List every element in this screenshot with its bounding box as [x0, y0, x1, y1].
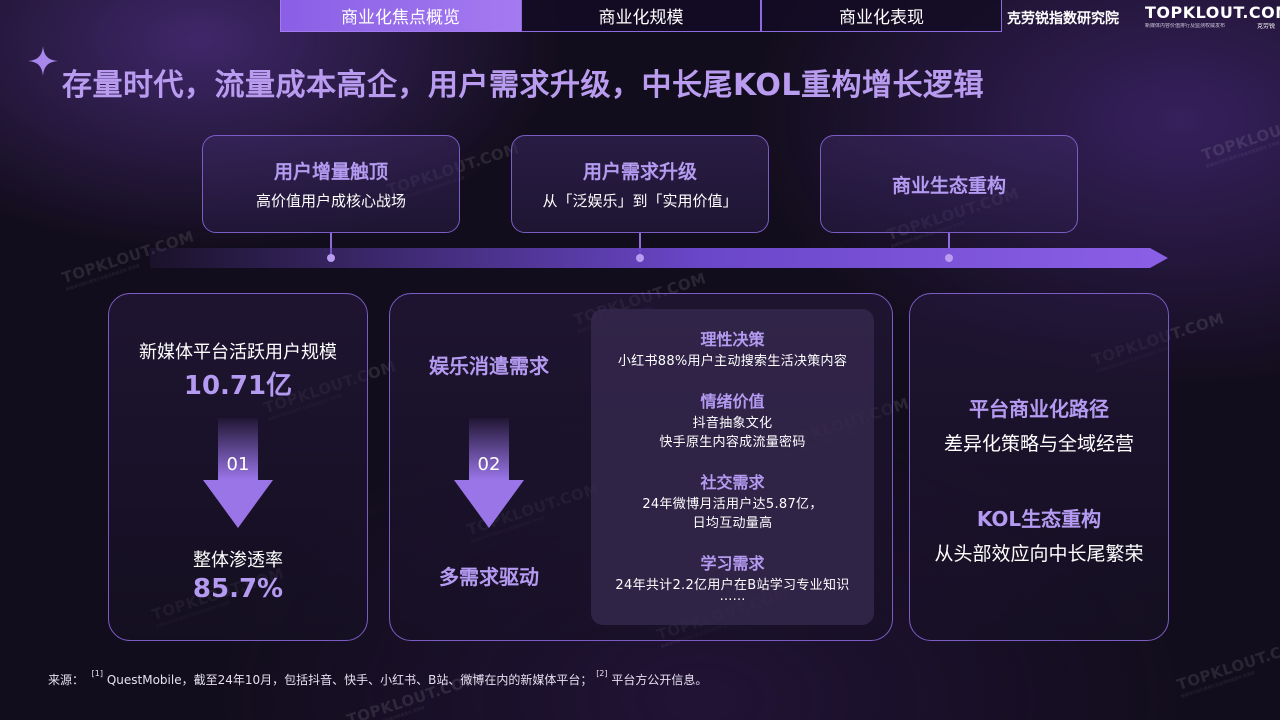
connector-line [639, 233, 641, 259]
timeline-dot [636, 254, 644, 262]
tab-scale[interactable]: 商业化规模 [521, 0, 761, 32]
need-heading: 情绪价值 [700, 392, 765, 411]
logo-text: TOPKLOUT.COM [1145, 3, 1280, 22]
kol-ecosystem-sub: 从头部效应向中长尾繁荣 [934, 543, 1144, 565]
logo-subtitle: 克劳锐 新媒体内容价值排行及监测权威发布 [1145, 23, 1275, 30]
logo-sub-text: 新媒体内容价值排行及监测权威发布 [1145, 23, 1226, 29]
tab-performance[interactable]: 商业化表现 [761, 0, 1002, 32]
need-social: 社交需求 24年微博月活用户达5.87亿，日均互动量高 [591, 469, 874, 533]
active-users-label: 新媒体平台活跃用户规模 [139, 342, 337, 363]
entertainment-demand-label: 娱乐消遣需求 [429, 354, 549, 378]
card-user-growth-cap: 用户增量触顶 高价值用户成核心战场 [202, 135, 460, 233]
timeline-bar [150, 248, 1150, 268]
arrow-down-icon: 01 [203, 418, 273, 528]
more-indicator: …… [719, 589, 746, 604]
need-detail: 抖音抽象文化快手原生内容成流量密码 [659, 416, 806, 450]
panel-ecosystem [909, 293, 1169, 641]
connector-line [948, 233, 950, 259]
multi-demand-label: 多需求驱动 [439, 565, 539, 589]
step-number: 02 [477, 454, 501, 475]
section-tabs: 商业化焦点概览 商业化规模 商业化表现 [280, 0, 1002, 32]
need-heading: 学习需求 [700, 554, 765, 573]
need-detail: 24年共计2.2亿用户在B站学习专业知识 [615, 578, 850, 593]
card-heading: 用户需求升级 [582, 161, 697, 183]
timeline-dot [327, 254, 335, 262]
need-learning: 学习需求 24年共计2.2亿用户在B站学习专业知识 [591, 550, 874, 595]
card-business-ecosystem: 商业生态重构 [820, 135, 1078, 233]
page-title: 存量时代，流量成本高企，用户需求升级，中长尾KOL重构增长逻辑 [62, 68, 985, 103]
tab-overview[interactable]: 商业化焦点概览 [280, 0, 521, 32]
arrow-down-icon: 02 [454, 418, 524, 528]
institute-name: 克劳锐指数研究院 [1007, 11, 1119, 27]
logo-badge: 克劳锐 [1256, 23, 1275, 30]
kol-ecosystem-heading: KOL生态重构 [976, 507, 1102, 531]
demand-list: 理性决策 小红书88%用户主动搜索生活决策内容 情绪价值 抖音抽象文化快手原生内… [591, 309, 874, 625]
need-heading: 理性决策 [700, 330, 765, 349]
card-heading: 商业生态重构 [891, 174, 1006, 197]
need-detail: 24年微博月活用户达5.87亿，日均互动量高 [642, 497, 823, 531]
need-emotional-value: 情绪价值 抖音抽象文化快手原生内容成流量密码 [591, 388, 874, 452]
active-users-value: 10.71亿 [183, 371, 293, 401]
need-heading: 社交需求 [700, 473, 765, 492]
step-number: 01 [226, 454, 250, 475]
penetration-label: 整体渗透率 [193, 550, 283, 571]
connector-line [330, 233, 332, 259]
card-subtext: 从「泛娱乐」到「实用价值」 [542, 192, 738, 210]
platform-path-sub: 差异化策略与全域经营 [943, 433, 1134, 455]
brand-logo: TOPKLOUT.COM 克劳锐 新媒体内容价值排行及监测权威发布 [1145, 3, 1280, 31]
sparkle-icon [28, 46, 58, 76]
need-rational-decision: 理性决策 小红书88%用户主动搜索生活决策内容 [591, 326, 874, 371]
penetration-value: 85.7% [192, 574, 284, 604]
timeline-arrow-icon [1150, 248, 1168, 268]
card-subtext: 高价值用户成核心战场 [255, 192, 406, 210]
card-heading: 用户增量触顶 [273, 161, 388, 183]
platform-path-heading: 平台商业化路径 [969, 397, 1109, 421]
source-footnote: 来源： [1] QuestMobile，截至24年10月，包括抖音、快手、小红书… [48, 669, 708, 687]
timeline-dot [945, 254, 953, 262]
card-user-demand-upgrade: 用户需求升级 从「泛娱乐」到「实用价值」 [511, 135, 769, 233]
need-detail: 小红书88%用户主动搜索生活决策内容 [617, 354, 848, 369]
